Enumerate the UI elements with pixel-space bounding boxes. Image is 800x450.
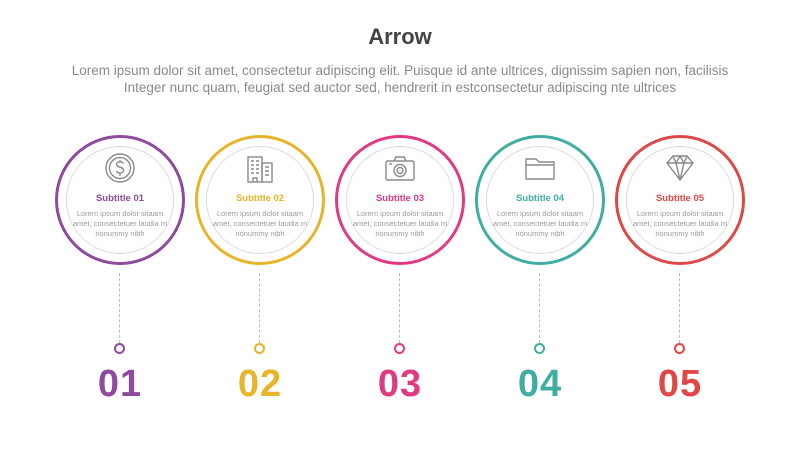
dashed-connector xyxy=(399,273,400,343)
dollar-coin-icon xyxy=(103,151,137,185)
step-title: Subtitle 05 xyxy=(655,193,705,204)
dashed-connector xyxy=(679,273,680,343)
step-dot xyxy=(674,343,685,354)
step-number: 01 xyxy=(97,363,143,405)
step-number: 02 xyxy=(237,363,283,405)
step-title: Subtitle 04 xyxy=(515,193,565,204)
step-ring-inner xyxy=(346,146,454,254)
step-ring-inner xyxy=(206,146,314,254)
step-number: 05 xyxy=(657,363,703,405)
page-title: Arrow xyxy=(368,24,432,49)
step-ring xyxy=(195,135,325,265)
step-number: 04 xyxy=(517,363,563,405)
step-description: Lorem ipsum dolor sitaam amet, consectet… xyxy=(212,209,308,238)
step-description: Lorem ipsum dolor sitaam amet, consectet… xyxy=(632,209,728,238)
step-4: Subtitle 04 Lorem ipsum dolor sitaam ame… xyxy=(472,135,608,435)
step-title: Subtitle 02 xyxy=(235,193,285,204)
step-1: Subtitle 01 Lorem ipsum dolor sitaam ame… xyxy=(52,135,188,435)
step-description: Lorem ipsum dolor sitaam amet, consectet… xyxy=(352,209,448,238)
dashed-connector xyxy=(539,273,540,343)
building-icon xyxy=(243,151,277,185)
step-dot xyxy=(254,343,265,354)
camera-icon xyxy=(383,151,417,185)
step-ring-inner xyxy=(486,146,594,254)
step-5: Subtitle 05 Lorem ipsum dolor sitaam ame… xyxy=(612,135,748,435)
step-title: Subtitle 01 xyxy=(95,193,145,204)
subtitle-line-2: Integer nunc quam, feugiat sed auctor se… xyxy=(123,80,677,95)
step-dot xyxy=(394,343,405,354)
step-dot xyxy=(114,343,125,354)
dashed-connector xyxy=(259,273,260,343)
step-description: Lorem ipsum dolor sitaam amet, consectet… xyxy=(492,209,588,238)
subtitle-line-1: Lorem ipsum dolor sit amet, consectetur … xyxy=(71,63,729,78)
dashed-connector xyxy=(119,273,120,343)
step-3: Subtitle 03 Lorem ipsum dolor sitaam ame… xyxy=(332,135,468,435)
step-number: 03 xyxy=(377,363,423,405)
step-dot xyxy=(534,343,545,354)
step-description: Lorem ipsum dolor sitaam amet, consectet… xyxy=(72,209,168,238)
folder-icon xyxy=(523,151,557,185)
step-ring xyxy=(475,135,605,265)
step-title: Subtitle 03 xyxy=(375,193,425,204)
step-ring-inner xyxy=(66,146,174,254)
step-2: Subtitle 02 Lorem ipsum dolor sitaam ame… xyxy=(192,135,328,435)
step-ring xyxy=(55,135,185,265)
diamond-icon xyxy=(663,151,697,185)
page-subtitle: Lorem ipsum dolor sit amet, consectetur … xyxy=(40,62,760,96)
step-ring-inner xyxy=(626,146,734,254)
